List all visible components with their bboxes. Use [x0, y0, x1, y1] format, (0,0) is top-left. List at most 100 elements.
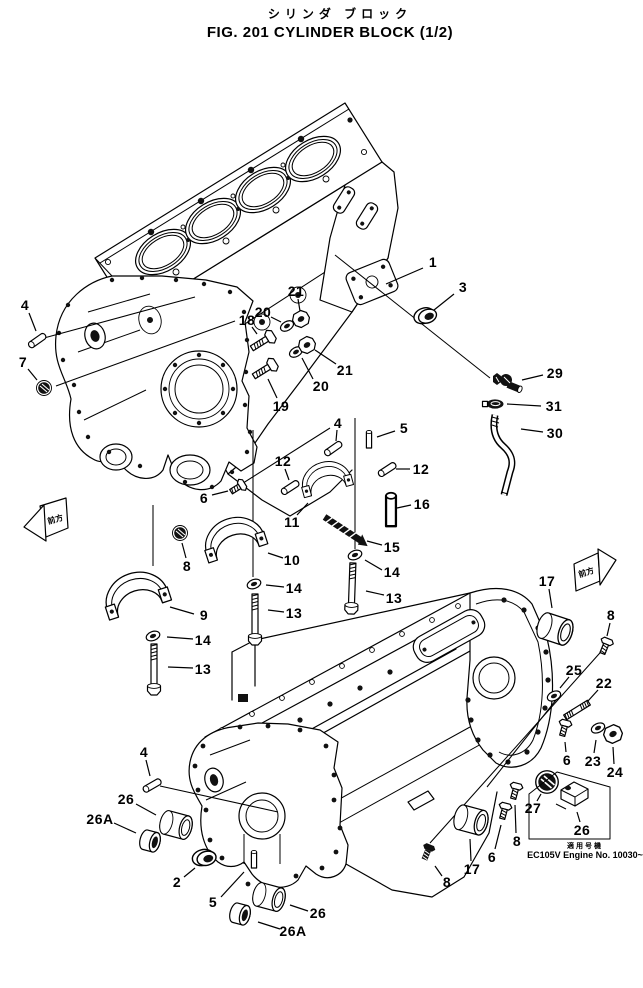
part-6-glyph — [227, 477, 249, 498]
leader-line-26 — [289, 904, 309, 912]
callout-label-20: 20 — [313, 378, 330, 394]
leader-line-1 — [385, 267, 424, 285]
part-8-glyph — [506, 781, 525, 802]
callout-label-18: 18 — [239, 312, 256, 328]
part-10-glyph — [197, 508, 269, 564]
applicability-box: 適用号機 EC105V Engine No. 10030~ — [527, 771, 643, 860]
part-8-glyph — [171, 524, 189, 542]
callout-label-14: 14 — [195, 632, 212, 648]
callout-label-4: 4 — [334, 415, 342, 431]
part-26-glyph — [156, 808, 196, 842]
part-13-glyph — [146, 643, 162, 696]
leader-line-14 — [364, 559, 383, 571]
leader-line-14 — [166, 636, 194, 640]
callout-label-26A: 26A — [279, 923, 306, 939]
leader-line-19 — [267, 378, 278, 399]
callout-label-14: 14 — [286, 580, 303, 596]
leader-line-7 — [27, 368, 38, 381]
part-8-glyph — [417, 841, 437, 863]
part-30-glyph — [492, 415, 512, 495]
leader-line-8 — [434, 865, 443, 877]
leader-line-21 — [297, 298, 301, 312]
callout-label-4: 4 — [21, 297, 29, 313]
callout-label-10: 10 — [284, 552, 301, 568]
callout-label-1: 1 — [429, 254, 437, 270]
part-13-glyph — [344, 562, 361, 615]
part-6-glyph — [495, 801, 514, 822]
callout-label-22: 22 — [596, 675, 613, 691]
callout-label-17: 17 — [539, 573, 556, 589]
leader-line-3 — [433, 293, 455, 311]
leader-line-13 — [167, 666, 194, 669]
leader-line-26A — [257, 921, 281, 930]
leader-line-12 — [284, 468, 290, 481]
leader-line-13 — [365, 590, 385, 596]
leader-line-24 — [612, 746, 615, 765]
side-mounting-pad — [345, 258, 399, 306]
part-3-glyph — [411, 303, 440, 328]
callout-label-26: 26 — [574, 822, 591, 838]
part-31-glyph — [481, 398, 505, 410]
callout-label-17: 17 — [464, 861, 481, 877]
leader-line-21 — [314, 349, 337, 365]
leader-line-9 — [169, 606, 195, 615]
callout-label-16: 16 — [414, 496, 431, 512]
callout-label-12: 12 — [413, 461, 430, 477]
figure-title-japanese: シリンダ ブロック — [268, 6, 412, 21]
deck-bolt-holes — [104, 117, 368, 276]
callout-label-29: 29 — [547, 365, 564, 381]
leader-line-5 — [220, 871, 245, 898]
part-17-glyph — [450, 802, 492, 838]
callout-label-25: 25 — [566, 662, 583, 678]
leader-line-16 — [396, 504, 412, 509]
part-4-glyph — [141, 777, 163, 794]
leader-line-11 — [296, 502, 309, 516]
callout-label-14: 14 — [384, 564, 401, 580]
direction-flag-front-left: 前方 — [23, 497, 69, 542]
part-13-glyph — [247, 593, 263, 646]
part-12-glyph — [279, 478, 301, 497]
cylinder-bore-2 — [185, 197, 241, 245]
callout-label-7: 7 — [19, 354, 27, 370]
leader-line-25 — [559, 676, 570, 689]
callout-label-6: 6 — [563, 752, 571, 768]
leader-line-8 — [514, 804, 517, 834]
callout-label-3: 3 — [459, 279, 467, 295]
applicability-label-jp: 適用号機 — [567, 841, 603, 850]
part-29-glyph — [492, 372, 524, 394]
part-9-glyph — [97, 563, 173, 621]
construction-lines — [43, 254, 608, 844]
side-cover-gasket — [412, 609, 486, 663]
callout-label-12: 12 — [275, 453, 292, 469]
leader-line-6 — [211, 490, 229, 496]
callout-label-13: 13 — [286, 605, 303, 621]
part-8-glyph — [595, 635, 615, 657]
applicability-label-en: EC105V Engine No. 10030~ — [527, 850, 643, 860]
leader-line-4 — [145, 759, 151, 777]
part-12-glyph — [376, 460, 398, 479]
callout-label-31: 31 — [546, 398, 563, 414]
callout-label-6: 6 — [488, 849, 496, 865]
callout-label-8: 8 — [183, 558, 191, 574]
leader-line-4 — [335, 429, 338, 442]
leader-line-26 — [135, 803, 157, 816]
part-5-glyph — [365, 429, 373, 449]
part-14-glyph — [144, 628, 162, 644]
part-14-glyph — [245, 576, 263, 592]
leader-line-30 — [520, 428, 544, 433]
callout-label-27: 27 — [525, 800, 542, 816]
leader-line-18 — [251, 326, 258, 335]
leader-line-6 — [494, 824, 502, 850]
callout-label-8: 8 — [513, 833, 521, 849]
leader-line-5 — [376, 430, 396, 438]
callout-label-6: 6 — [200, 490, 208, 506]
part-15-glyph — [322, 512, 372, 550]
leader-line-2 — [183, 867, 196, 878]
direction-flag-label: 前方 — [577, 565, 595, 579]
callout-label-24: 24 — [607, 764, 624, 780]
part-22-glyph — [563, 699, 591, 721]
part-26A-glyph — [137, 828, 163, 854]
